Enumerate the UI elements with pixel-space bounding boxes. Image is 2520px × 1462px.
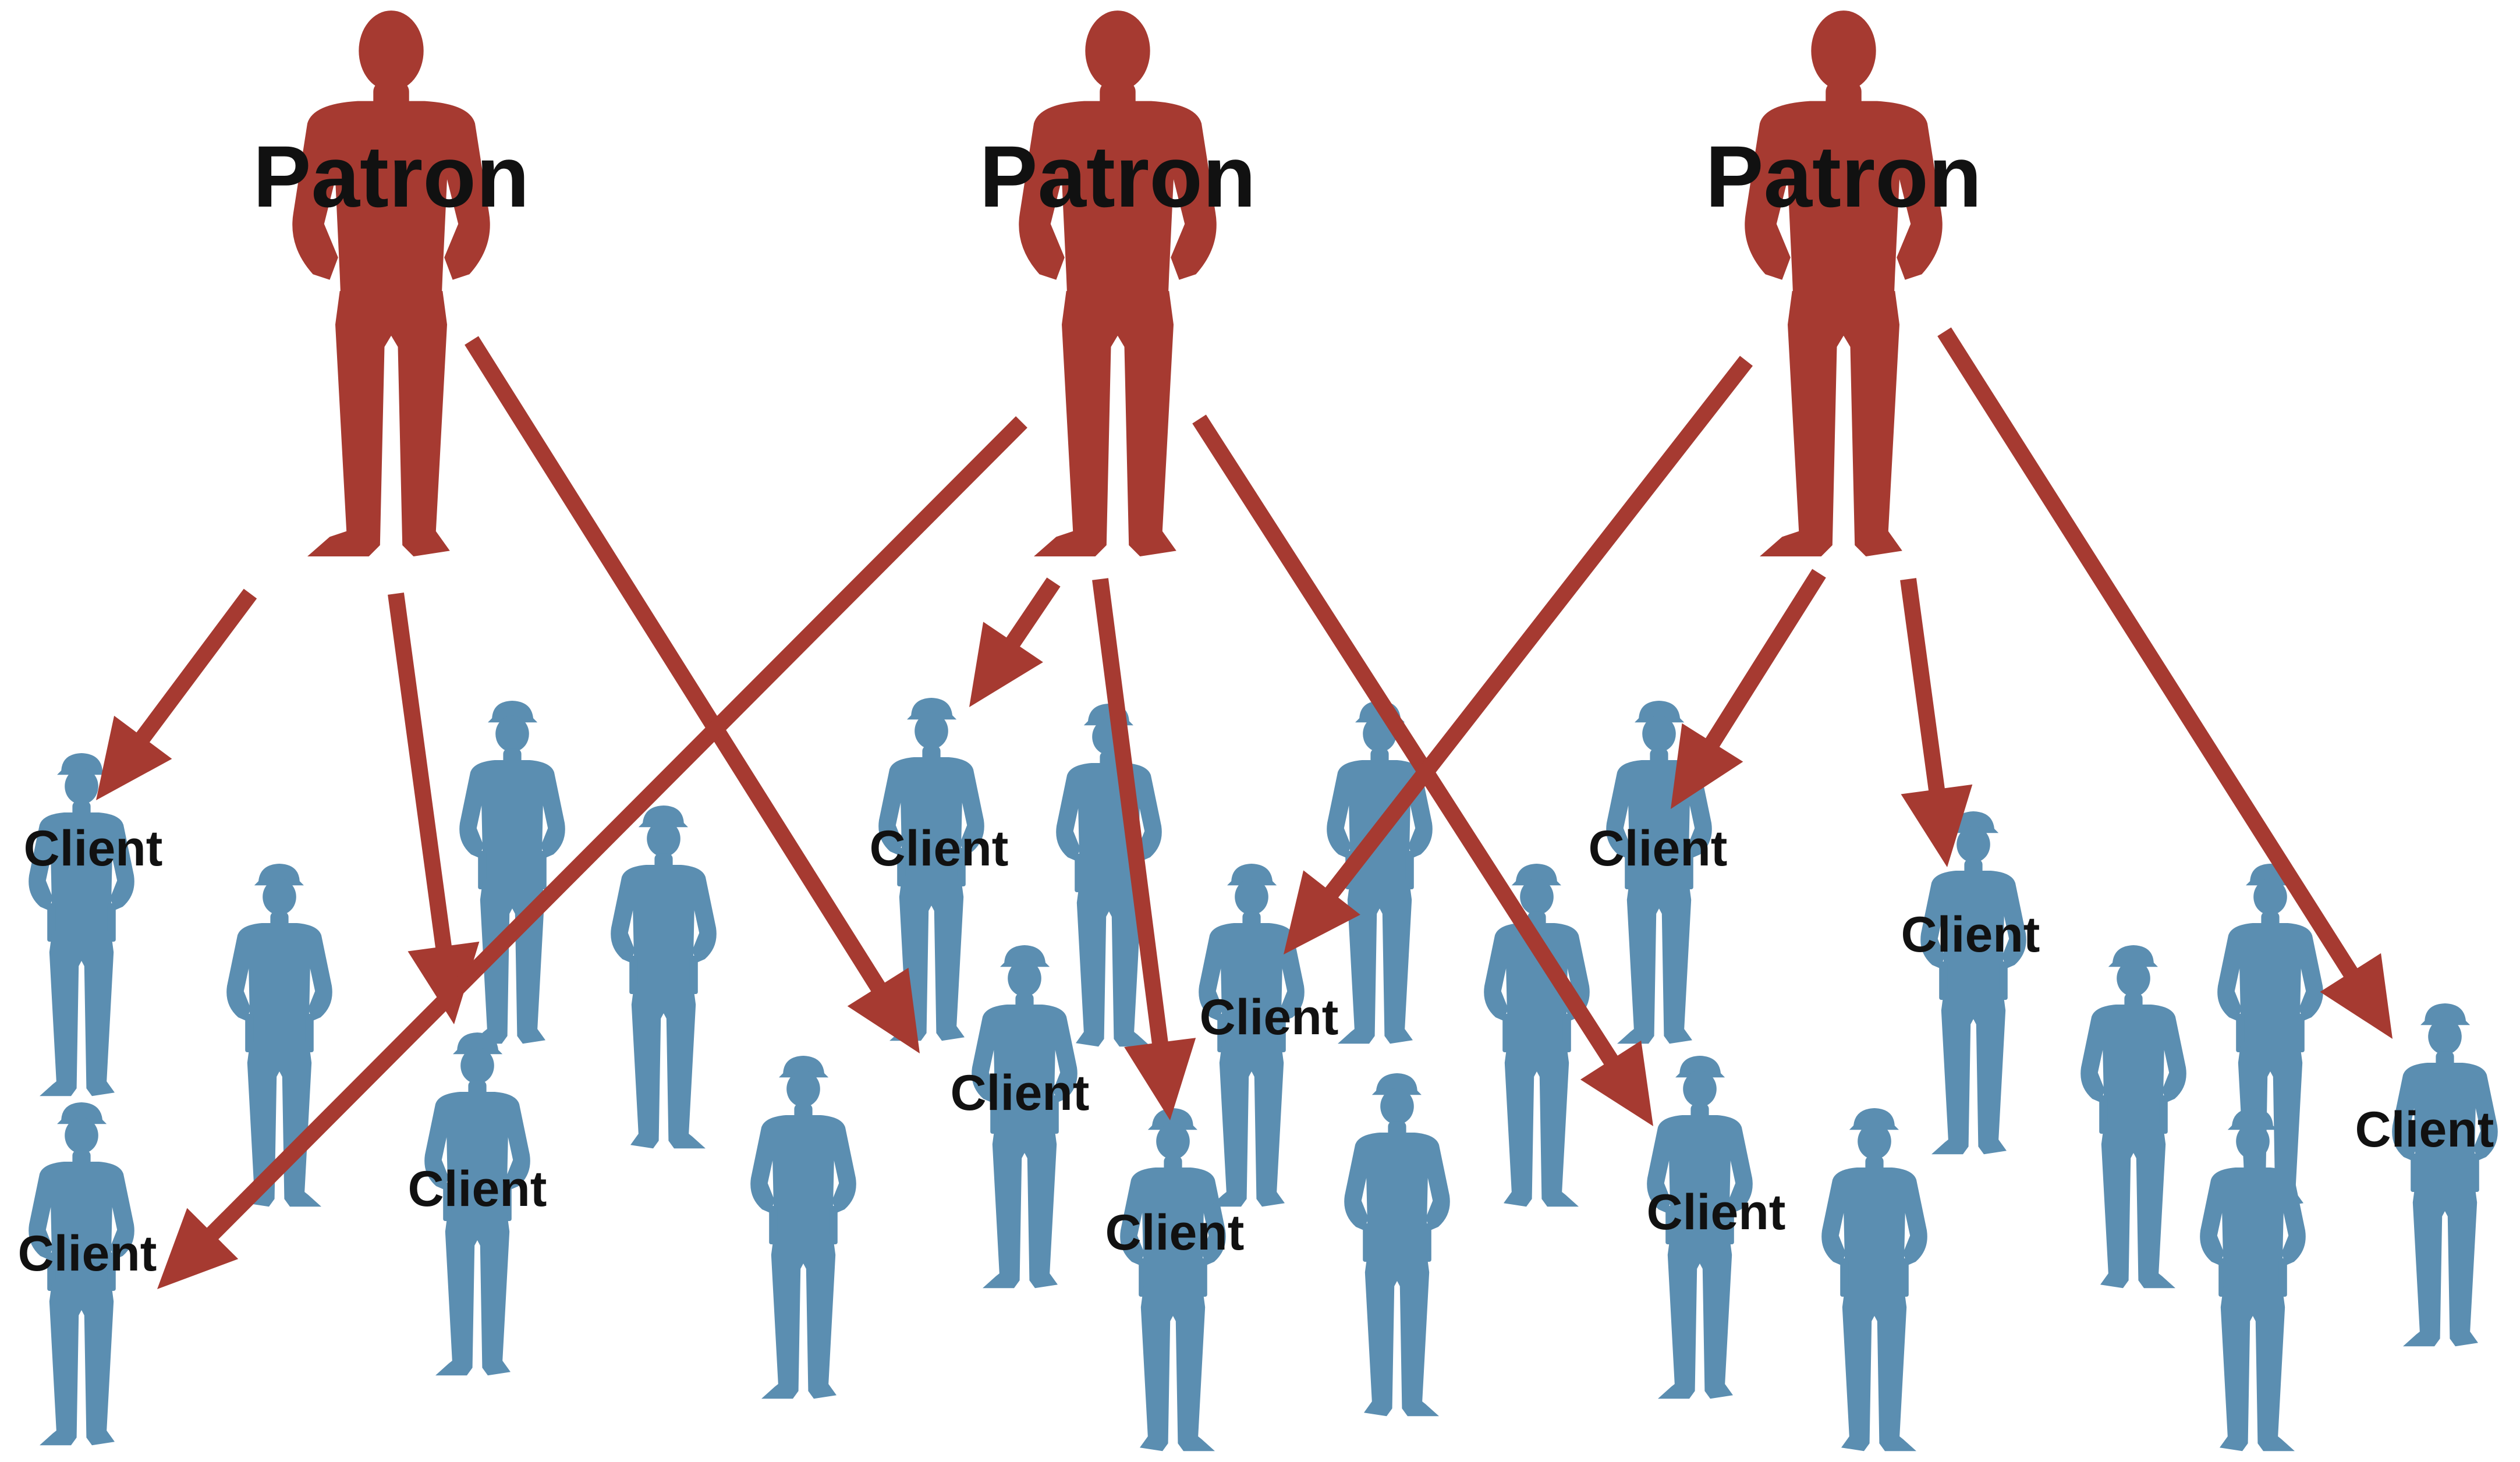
- patron-label: Patron: [1705, 127, 1982, 225]
- client-label: Client: [1105, 1205, 1245, 1261]
- worker-hardhat-silhouette-icon: [2392, 1003, 2498, 1347]
- worker-hardhat-silhouette-icon: [1120, 1108, 1226, 1452]
- worker-hardhat-silhouette-icon: [459, 701, 565, 1044]
- worker-hardhat-silhouette-icon: [611, 805, 717, 1149]
- client-label: Client: [2355, 1102, 2494, 1158]
- client-label: Client: [1647, 1184, 1786, 1240]
- arrow: [388, 592, 480, 1024]
- worker-hardhat-silhouette-icon: [750, 1056, 856, 1399]
- arrow: [96, 588, 257, 800]
- client-label: Client: [870, 821, 1009, 877]
- arrow: [157, 416, 1027, 1289]
- worker-hardhat-silhouette-icon: [2080, 945, 2186, 1289]
- worker-hardhat-silhouette-icon: [1920, 811, 2026, 1155]
- client-label: Client: [18, 1226, 157, 1282]
- worker-hardhat-silhouette-icon: [1484, 864, 1590, 1207]
- arrow: [1671, 569, 1826, 809]
- worker-hardhat-silhouette-icon: [1344, 1073, 1450, 1417]
- arrow: [1937, 327, 2393, 1039]
- client-label: Client: [1589, 821, 1728, 877]
- patron-label: Patron: [253, 127, 529, 225]
- arrow: [969, 577, 1061, 707]
- worker-hardhat-silhouette-icon: [29, 753, 134, 1096]
- patron-label: Patron: [979, 127, 1256, 225]
- person-silhouette-icon: [1745, 10, 1943, 557]
- worker-hardhat-silhouette-icon: [1821, 1108, 1927, 1452]
- client-label: Client: [951, 1065, 1090, 1121]
- client-label: Client: [408, 1161, 547, 1217]
- arrow: [465, 336, 920, 1053]
- arrow: [1092, 578, 1196, 1120]
- client-label: Client: [1901, 907, 2040, 963]
- person-silhouette-icon: [1019, 10, 1217, 557]
- arrow: [1900, 578, 1973, 867]
- arrow: [1284, 356, 1753, 954]
- client-label: Client: [24, 821, 163, 877]
- client-label: Client: [1200, 989, 1339, 1045]
- person-silhouette-icon: [292, 10, 490, 557]
